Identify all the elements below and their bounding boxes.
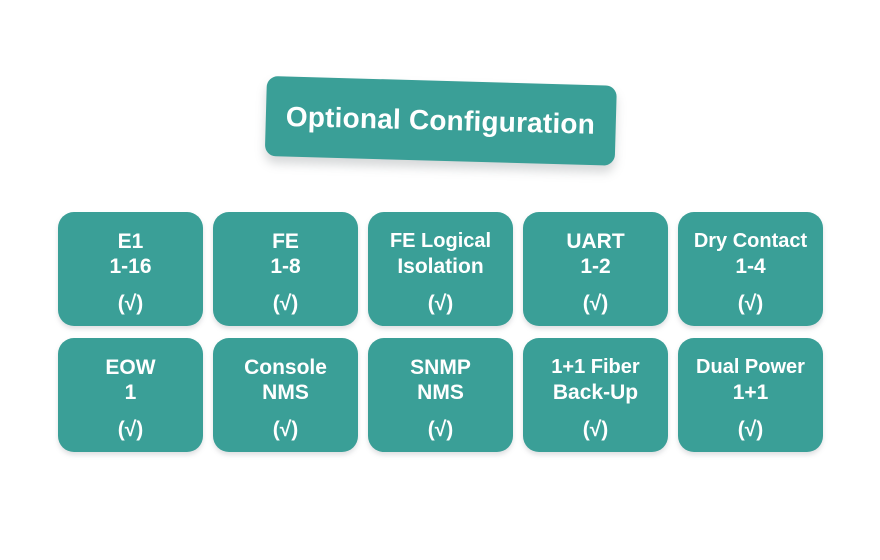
feature-card-title: E1 xyxy=(117,230,144,253)
feature-card-title: SNMP xyxy=(410,356,471,379)
feature-card-spec: 1-2 xyxy=(580,255,611,278)
feature-card-spec: 1+1 xyxy=(732,381,769,404)
check-mark-icon: (√) xyxy=(737,292,764,315)
check-mark-icon: (√) xyxy=(117,292,144,315)
feature-card-title: 1+1 Fiber xyxy=(551,356,640,378)
feature-card-title: Dual Power xyxy=(696,356,805,378)
feature-card-dual-power[interactable]: Dual Power 1+1 (√) xyxy=(678,338,823,452)
check-mark-icon: (√) xyxy=(582,292,609,315)
feature-card-uart[interactable]: UART 1-2 (√) xyxy=(523,212,668,326)
feature-card-title: EOW xyxy=(105,356,156,379)
feature-card-title: Console xyxy=(244,356,327,379)
feature-card-snmp-nms[interactable]: SNMP NMS (√) xyxy=(368,338,513,452)
check-mark-icon: (√) xyxy=(117,418,144,441)
feature-card-spec: 1-4 xyxy=(735,255,766,278)
feature-card-row-2: EOW 1 (√) Console NMS (√) SNMP NMS (√) 1… xyxy=(58,338,823,452)
feature-card-row-1: E1 1-16 (√) FE 1-8 (√) FE Logical Isolat… xyxy=(58,212,823,326)
check-mark-icon: (√) xyxy=(272,292,299,315)
check-mark-icon: (√) xyxy=(427,418,454,441)
feature-card-title: FE xyxy=(272,230,299,253)
feature-card-fe[interactable]: FE 1-8 (√) xyxy=(213,212,358,326)
feature-card-spec: NMS xyxy=(417,381,464,404)
header-banner: Optional Configuration xyxy=(264,76,617,166)
feature-card-spec: NMS xyxy=(262,381,309,404)
feature-card-spec: Back-Up xyxy=(552,381,639,404)
header-banner-shape: Optional Configuration xyxy=(264,76,617,166)
feature-card-title: FE Logical xyxy=(389,230,492,252)
feature-card-e1[interactable]: E1 1-16 (√) xyxy=(58,212,203,326)
feature-card-spec: 1-8 xyxy=(270,255,301,278)
feature-card-console-nms[interactable]: Console NMS (√) xyxy=(213,338,358,452)
check-mark-icon: (√) xyxy=(427,292,454,315)
check-mark-icon: (√) xyxy=(582,418,609,441)
feature-card-spec: Isolation xyxy=(397,255,484,278)
feature-card-fe-logical-isolation[interactable]: FE Logical Isolation (√) xyxy=(368,212,513,326)
feature-card-title: UART xyxy=(566,230,625,253)
feature-card-title: Dry Contact xyxy=(693,230,808,252)
feature-card-grid: E1 1-16 (√) FE 1-8 (√) FE Logical Isolat… xyxy=(58,212,823,452)
feature-card-fiber-backup[interactable]: 1+1 Fiber Back-Up (√) xyxy=(523,338,668,452)
feature-card-dry-contact[interactable]: Dry Contact 1-4 (√) xyxy=(678,212,823,326)
feature-card-spec: 1-16 xyxy=(109,255,152,278)
feature-card-eow[interactable]: EOW 1 (√) xyxy=(58,338,203,452)
check-mark-icon: (√) xyxy=(737,418,764,441)
header-banner-title: Optional Configuration xyxy=(285,100,596,140)
feature-card-spec: 1 xyxy=(124,381,137,404)
check-mark-icon: (√) xyxy=(272,418,299,441)
